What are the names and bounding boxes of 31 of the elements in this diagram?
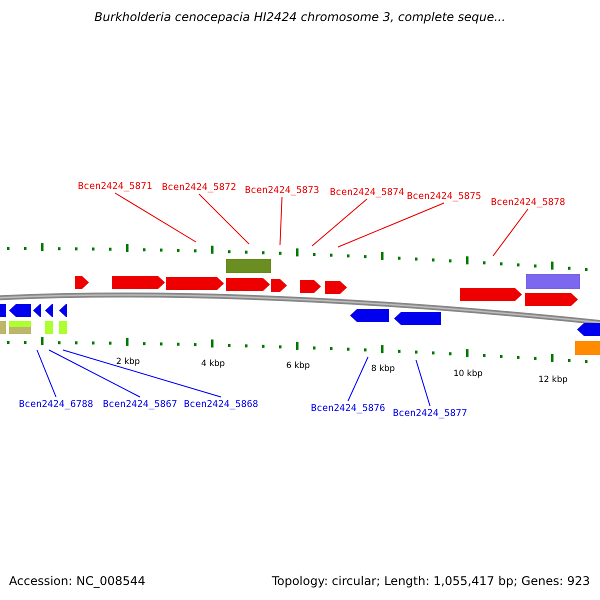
gene-label: Bcen2424_5867 [100,398,180,411]
leader-line [338,202,444,248]
gene-label: Bcen2424_5875 [404,190,484,203]
leader-line [416,360,430,406]
leader-line [62,350,222,398]
gene-label: Bcen2424_5877 [390,407,470,420]
leader-line [280,196,282,246]
gene-label: Bcen2424_5871 [75,180,155,193]
scale-label: 2 kbp [116,357,140,367]
scale-label: 6 kbp [286,361,310,371]
gene-label: Bcen2424_5876 [308,402,388,415]
gene-label: Bcen2424_5868 [181,398,261,411]
gene-label: Bcen2424_5878 [488,196,568,209]
genome-info-text: Topology: circular; Length: 1,055,417 bp; Genes: 923 [272,574,590,588]
title: Burkholderia cenocepacia HI2424 chromosome 3, complete seque... [93,10,507,24]
leader-line [348,356,368,402]
gene-label: Bcen2424_5874 [327,186,407,199]
scale-label: 8 kbp [371,364,395,374]
gene-label: Bcen2424_5872 [159,181,239,194]
leader-line [492,208,528,256]
gene-label: Bcen2424_6788 [16,398,96,411]
scale-label: 4 kbp [201,359,225,369]
leader-line [48,350,140,398]
gene-label: Bcen2424_5873 [242,184,322,197]
scale-label: 10 kbp [453,369,483,379]
leader-line [36,350,56,398]
leader-line [114,192,196,242]
accession-text: Accession: NC_008544 [9,574,146,588]
leader-line [198,194,250,244]
scale-label: 12 kbp [538,375,568,385]
leader-line [312,198,368,246]
